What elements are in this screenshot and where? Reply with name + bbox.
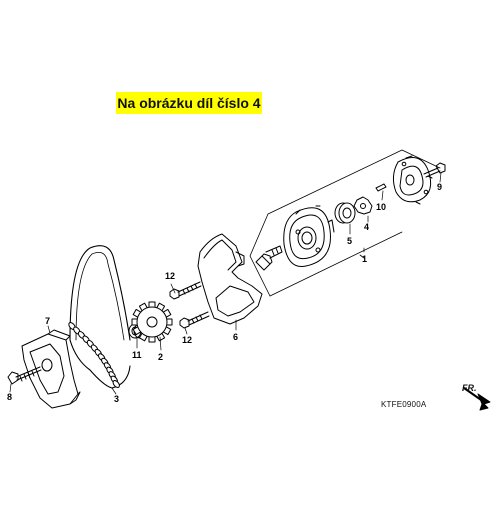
callout-8: 8 — [7, 392, 12, 402]
part-8-bolt — [7, 366, 42, 385]
callout-3: 3 — [114, 394, 119, 404]
part-1-oil-pump-body — [283, 205, 335, 268]
part-12-bolt-lower — [179, 311, 210, 329]
callout-12-upper: 12 — [165, 271, 175, 281]
part-9-screw — [423, 162, 446, 178]
callout-5: 5 — [347, 236, 352, 246]
front-direction-arrow — [463, 387, 491, 411]
callout-10: 10 — [376, 202, 386, 212]
callout-1: 1 — [362, 254, 367, 264]
callout-11: 11 — [132, 350, 142, 360]
callout-12-lower: 12 — [182, 335, 192, 345]
part-3-chain — [68, 245, 131, 389]
part-1-bracket — [249, 149, 441, 297]
part-12-bolt-upper — [169, 281, 202, 300]
part-pump-cover — [392, 155, 433, 205]
part-6-cover-plate — [197, 233, 263, 325]
part-relief-valve — [255, 245, 283, 271]
front-direction-label: FR. — [462, 383, 477, 393]
diagram-code: KTFE0900A — [381, 400, 427, 409]
part-7-chain-guide — [21, 329, 81, 409]
callout-4: 4 — [364, 222, 369, 232]
part-4-inner-rotor — [353, 196, 373, 215]
leader-lines — [9, 172, 442, 395]
part-2-sprocket — [131, 301, 173, 343]
part-10-dowel-pin — [375, 183, 387, 192]
callout-2: 2 — [158, 352, 163, 362]
chain-link — [112, 380, 120, 388]
callout-7: 7 — [45, 316, 50, 326]
callout-9: 9 — [437, 182, 442, 192]
part-5-outer-rotor — [334, 202, 356, 224]
callout-6: 6 — [233, 332, 238, 342]
highlight-banner: Na obrázku díl číslo 4 — [116, 92, 262, 114]
